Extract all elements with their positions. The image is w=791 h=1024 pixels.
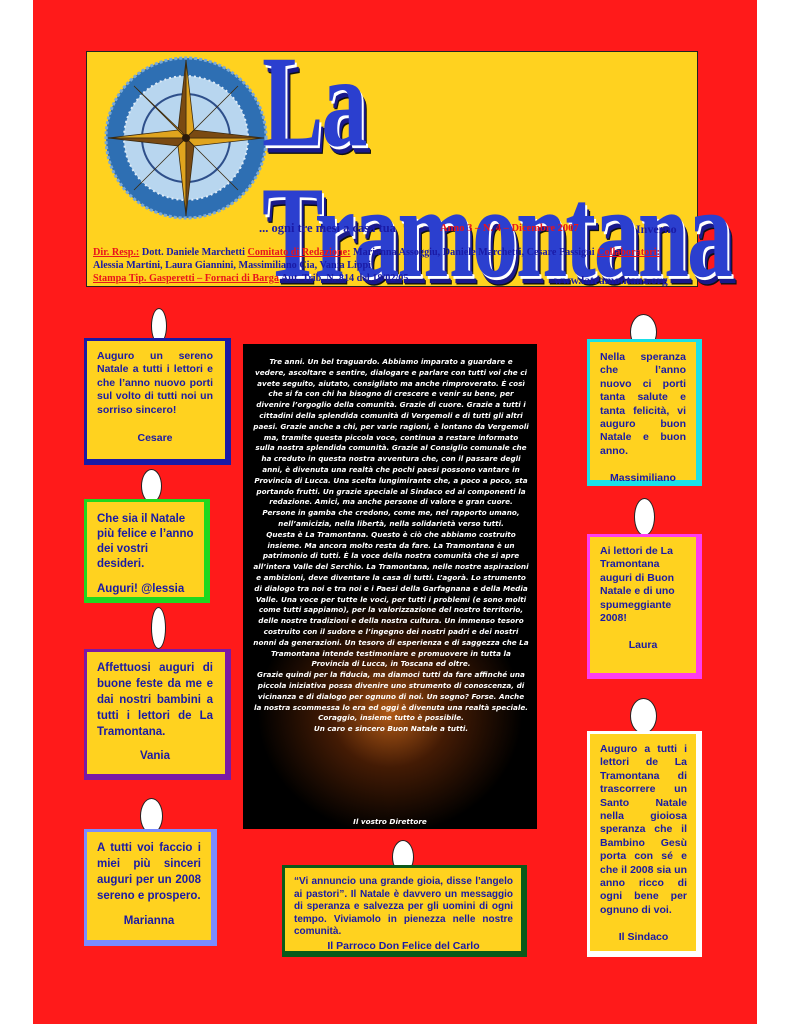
greeting-text: Ai lettori de La Tramontana auguri di Bu… <box>600 545 675 625</box>
greeting-signature: Marianna <box>123 915 175 927</box>
credits: Dir. Resp.: Dott. Daniele Marchetti Comi… <box>93 246 693 285</box>
editorial-paragraph: Tre anni. Un bel traguardo. Abbiamo impa… <box>253 357 529 528</box>
editorial-text: Tre anni. Un bel traguardo. Abbiamo impa… <box>253 357 529 735</box>
collaborators-names: Alessia Martini, Laura Giannini, Massimi… <box>93 260 371 271</box>
greeting-box-vania: Affettuosi auguri di buone feste da me e… <box>84 649 231 780</box>
greeting-box-laura: Ai lettori de La Tramontana auguri di Bu… <box>587 534 702 679</box>
newspaper-title: La Tramontana <box>262 28 733 305</box>
greeting-box-alessia: Che sia il Natale più felice e l’anno de… <box>84 499 210 603</box>
greeting-text: Auguro un sereno Natale a tutti i lettor… <box>97 350 213 416</box>
oval-decoration <box>630 698 657 734</box>
compass-rose-logo <box>104 56 268 220</box>
director-label: Dir. Resp.: <box>93 247 140 258</box>
greeting-signature: Massimiliano <box>610 472 676 485</box>
greeting-text: Nella speranza che l’anno nuovo ci porti… <box>600 351 686 457</box>
oval-decoration <box>634 498 655 536</box>
greeting-signature: Vania <box>139 750 171 762</box>
greeting-signature: Laura <box>628 639 658 652</box>
editorial-panel: Tre anni. Un bel traguardo. Abbiamo impa… <box>243 344 537 829</box>
slogan: ... ogni tre mesi a casa tua <box>259 221 396 235</box>
oval-decoration <box>141 469 162 503</box>
director-name: Dott. Daniele Marchetti <box>139 247 248 258</box>
greeting-box-marianna: A tutti voi faccio i miei più sinceri au… <box>84 829 217 946</box>
issue-info: Anno 3 – N. 4 – Dicembre 2007 <box>440 223 579 234</box>
editorial-paragraph: Un caro e sincero Buon Natale a tutti. <box>313 724 469 734</box>
greeting-text: Che sia il Natale più felice e l’anno de… <box>97 513 194 570</box>
printer-info: Stampa Tip. Gasperetti – Fornaci di Barg… <box>93 273 279 284</box>
greeting-box-parroco: “Vi annuncio una grande gioia, disse l’a… <box>282 865 527 957</box>
greeting-signature: Auguri! @lessia <box>97 583 185 595</box>
greeting-box-sindaco: Auguro a tutti i lettori de La Tramontan… <box>587 731 702 957</box>
committee-names: Marianna Assoggiu, Daniele Marchetti, Ce… <box>350 247 598 258</box>
editorial-paragraph: Grazie quindi per la fiducia, ma diamoci… <box>253 670 529 712</box>
collaborators-label: Collaboratori: <box>597 247 660 258</box>
season: Inverno <box>636 222 677 236</box>
greeting-box-cesare: Auguro un sereno Natale a tutti i lettor… <box>84 338 231 465</box>
committee-label: Comitato di Redazione: <box>247 247 351 258</box>
greeting-signature: Cesare <box>137 432 173 445</box>
authorization: Aut. Trib. N. 814 del 18/02/05 <box>278 273 409 284</box>
greeting-box-massimiliano: Nella speranza che l’anno nuovo ci porti… <box>587 339 702 486</box>
editorial-paragraph: Questa è La Tramontana. Questo è ciò che… <box>253 529 529 669</box>
greeting-text: “Vi annuncio una grande gioia, disse l’a… <box>294 876 513 937</box>
greeting-text: Auguro a tutti i lettori de La Tramontan… <box>600 743 687 916</box>
editorial-signature: Il vostro Direttore <box>353 817 427 826</box>
greeting-signature: Il Sindaco <box>618 931 669 944</box>
editorial-paragraph: Coraggio, insieme tutto è possibile. <box>318 713 464 723</box>
greeting-signature: Il Parroco Don Felice del Carlo <box>327 939 480 952</box>
oval-decoration <box>151 607 166 649</box>
website-link[interactable]: www.latramontana.org <box>554 275 668 287</box>
greeting-text: Affettuosi auguri di buone feste da me e… <box>97 662 213 738</box>
greeting-text: A tutti voi faccio i miei più sinceri au… <box>97 842 201 902</box>
